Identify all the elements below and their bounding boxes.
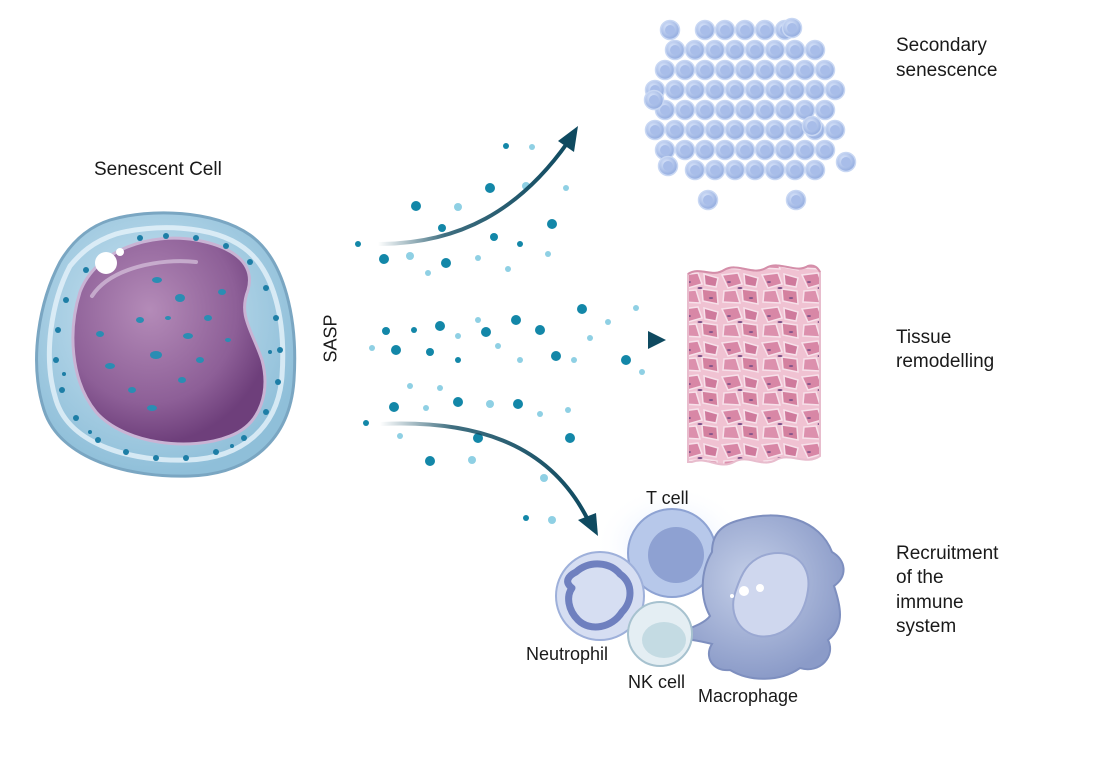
- cluster-cell-nucleus: [665, 25, 675, 35]
- secondary-senescence-cell-cluster: [643, 17, 857, 211]
- cluster-cell-nucleus: [760, 105, 770, 115]
- sasp-label: SASP: [320, 314, 341, 363]
- cluster-cell-nucleus: [790, 85, 800, 95]
- cluster-cell-nucleus: [650, 125, 660, 135]
- cluster-cell-nucleus: [760, 145, 770, 155]
- cluster-cell-nucleus: [703, 195, 713, 205]
- cluster-cell-nucleus: [710, 125, 720, 135]
- cluster-cell-nucleus: [740, 25, 750, 35]
- cluster-cell-nucleus: [810, 85, 820, 95]
- cluster-cell-nucleus: [787, 23, 797, 33]
- immune-recruitment-label-line3: immune: [896, 592, 964, 613]
- cluster-cell-nucleus: [660, 145, 670, 155]
- sasp-particles: [355, 143, 645, 524]
- cluster-cell-nucleus: [720, 145, 730, 155]
- cluster-cell-nucleus: [660, 65, 670, 75]
- cluster-cell-nucleus: [740, 145, 750, 155]
- cluster-cell-nucleus: [710, 85, 720, 95]
- cluster-cell-nucleus: [700, 65, 710, 75]
- cluster-cell-nucleus: [820, 105, 830, 115]
- cluster-cell-nucleus: [663, 161, 673, 171]
- cluster-cell-nucleus: [690, 45, 700, 55]
- macrophage-label: Macrophage: [698, 686, 799, 706]
- cluster-cell-nucleus: [680, 65, 690, 75]
- immune-recruitment-label-line1: Recruitment: [896, 543, 999, 564]
- cluster-cell-nucleus: [740, 65, 750, 75]
- cluster-cell-nucleus: [790, 165, 800, 175]
- cluster-cell-nucleus: [750, 85, 760, 95]
- cluster-cell-nucleus: [730, 45, 740, 55]
- cluster-cell-nucleus: [660, 105, 670, 115]
- cluster-cell-nucleus: [770, 45, 780, 55]
- cluster-cell-nucleus: [807, 121, 817, 131]
- senescent-cell: [35, 211, 297, 478]
- cluster-cell-nucleus: [680, 145, 690, 155]
- t-cell-label: T cell: [646, 488, 689, 508]
- immune-recruitment-label-line2: of the: [896, 567, 944, 588]
- immune-cells: [555, 485, 845, 680]
- cluster-cell-nucleus: [720, 65, 730, 75]
- cluster-cell-nucleus: [791, 195, 801, 205]
- cluster-cell-nucleus: [740, 105, 750, 115]
- cluster-cell-nucleus: [700, 145, 710, 155]
- cluster-cell-nucleus: [790, 125, 800, 135]
- neutrophil-label: Neutrophil: [526, 644, 609, 664]
- cluster-cell-nucleus: [710, 45, 720, 55]
- tissue-remodelling-label-line2: remodelling: [896, 351, 995, 372]
- cluster-cell-nucleus: [760, 25, 770, 35]
- cluster-cell-nucleus: [770, 85, 780, 95]
- secondary-senescence-label-line2: senescence: [896, 60, 998, 81]
- cluster-cell-nucleus: [720, 105, 730, 115]
- cluster-cell-nucleus: [770, 165, 780, 175]
- cluster-cell-nucleus: [730, 165, 740, 175]
- cluster-cell-nucleus: [750, 45, 760, 55]
- cluster-cell-nucleus: [790, 45, 800, 55]
- cluster-cell-nucleus: [680, 105, 690, 115]
- cluster-cell-nucleus: [810, 45, 820, 55]
- cluster-cell-nucleus: [649, 95, 659, 105]
- cluster-cell-nucleus: [700, 105, 710, 115]
- cluster-cell-nucleus: [800, 145, 810, 155]
- tissue-remodelling-label-line1: Tissue: [896, 327, 952, 348]
- cluster-cell-nucleus: [800, 105, 810, 115]
- cluster-cell-nucleus: [670, 45, 680, 55]
- cluster-cell-nucleus: [670, 85, 680, 95]
- cluster-cell-nucleus: [830, 85, 840, 95]
- cluster-cell-nucleus: [690, 165, 700, 175]
- cluster-cell-nucleus: [750, 125, 760, 135]
- nk-cell-label: NK cell: [628, 672, 686, 692]
- secondary-senescence-label-line1: Secondary: [896, 35, 987, 56]
- tissue-block: [687, 264, 821, 466]
- cluster-cell-nucleus: [810, 165, 820, 175]
- cluster-cell-nucleus: [750, 165, 760, 175]
- cluster-cell-nucleus: [820, 145, 830, 155]
- cluster-cell-nucleus: [690, 85, 700, 95]
- cluster-cell-nucleus: [730, 85, 740, 95]
- cluster-cell-nucleus: [780, 145, 790, 155]
- cluster-cell-nucleus: [700, 25, 710, 35]
- cluster-cell-nucleus: [800, 65, 810, 75]
- cluster-cell-nucleus: [690, 125, 700, 135]
- immune-recruitment-label-line4: system: [896, 616, 957, 637]
- sasp-arrows: [377, 126, 666, 536]
- cluster-cell-nucleus: [780, 65, 790, 75]
- cluster-cell-nucleus: [760, 65, 770, 75]
- cluster-cell-nucleus: [820, 65, 830, 75]
- cluster-cell-nucleus: [720, 25, 730, 35]
- cluster-cell-nucleus: [780, 105, 790, 115]
- cluster-cell-nucleus: [710, 165, 720, 175]
- cluster-cell-nucleus: [730, 125, 740, 135]
- senescent-cell-label: Senescent Cell: [94, 159, 222, 180]
- cluster-cell-nucleus: [830, 125, 840, 135]
- cluster-cell-nucleus: [770, 125, 780, 135]
- cluster-cell-nucleus: [841, 157, 851, 167]
- cluster-cell-nucleus: [670, 125, 680, 135]
